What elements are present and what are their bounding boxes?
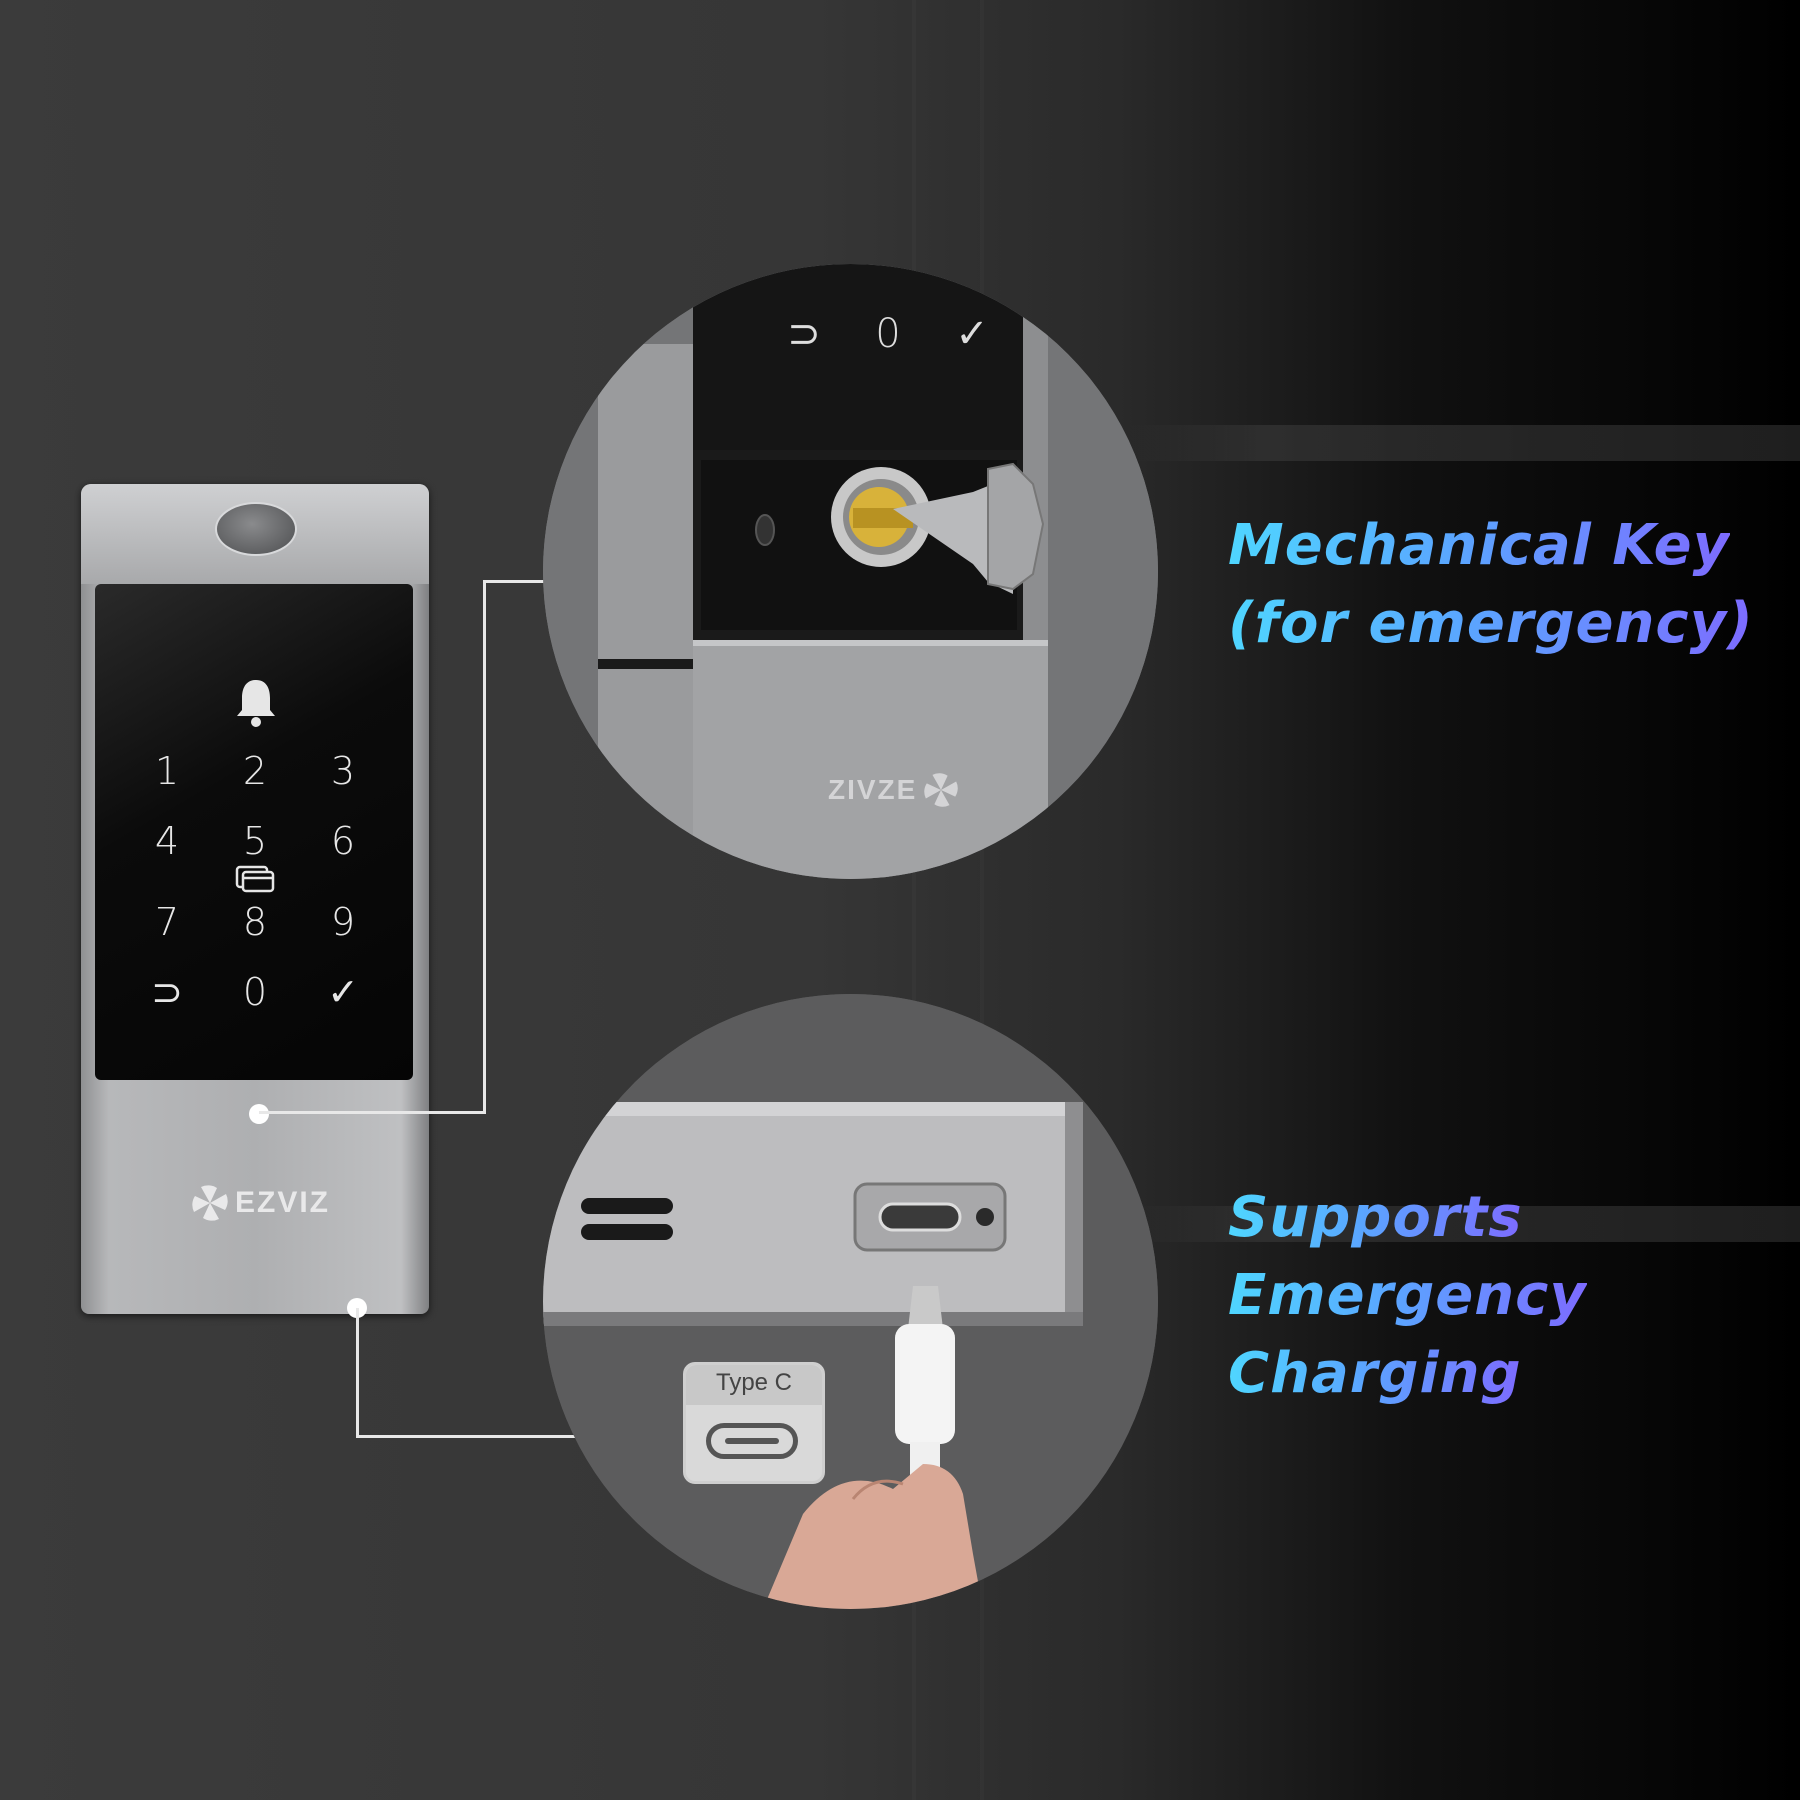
zoom-brand-mirrored: ZIVZE bbox=[828, 774, 918, 805]
ezviz-logo-icon bbox=[192, 1185, 228, 1221]
type-c-label: Type C bbox=[715, 1369, 793, 1396]
key-9: 9 bbox=[330, 900, 356, 944]
usb-closeup-illustration bbox=[543, 994, 1158, 1609]
type-c-badge: Type C bbox=[683, 1362, 825, 1484]
key-7: 7 bbox=[154, 900, 180, 944]
zoom-confirm-key: ✓ bbox=[955, 311, 989, 357]
callout-line-key bbox=[259, 1111, 485, 1114]
zoom-back-key: ⊃ bbox=[787, 311, 821, 357]
zoom-mechanical-key: ⊃ 0 ✓ ZIVZE bbox=[543, 264, 1158, 879]
type-c-badge-header bbox=[686, 1365, 822, 1405]
keypad-screen: 1 2 3 4 5 6 7 8 9 ⊃ 0 ✓ bbox=[95, 584, 413, 1080]
back-key: ⊃ bbox=[151, 970, 183, 1014]
key-5: 5 bbox=[242, 819, 268, 863]
feature-mechanical-key-subtitle: (for emergency) bbox=[1228, 586, 1754, 662]
feature-charging-line1: Supports bbox=[1228, 1180, 1523, 1256]
lock-bottom-panel: EZVIZ bbox=[87, 1088, 423, 1314]
bell-icon bbox=[237, 680, 275, 727]
key-4: 4 bbox=[154, 819, 180, 863]
brand-name: EZVIZ bbox=[235, 1186, 331, 1219]
feature-charging-line3: Charging bbox=[1228, 1336, 1522, 1412]
key-2: 2 bbox=[242, 749, 268, 793]
fingerprint-sensor bbox=[215, 502, 297, 556]
background-band bbox=[1130, 425, 1800, 461]
callout-line-key bbox=[483, 580, 486, 1114]
background-band bbox=[1130, 1206, 1800, 1242]
key-8: 8 bbox=[242, 900, 268, 944]
callout-line-port bbox=[356, 1435, 576, 1438]
confirm-key: ✓ bbox=[327, 970, 359, 1014]
callout-line-key bbox=[483, 580, 569, 583]
callout-dot-key bbox=[249, 1104, 269, 1124]
key-0: 0 bbox=[242, 970, 268, 1014]
type-c-port-icon bbox=[706, 1423, 798, 1459]
key-6: 6 bbox=[330, 819, 356, 863]
feature-charging-line2: Emergency bbox=[1228, 1258, 1587, 1334]
smart-lock: 1 2 3 4 5 6 7 8 9 ⊃ 0 ✓ EZVIZ bbox=[81, 484, 429, 1314]
key-closeup-illustration bbox=[543, 264, 1158, 879]
key-1: 1 bbox=[154, 749, 180, 793]
ezviz-logo-icon bbox=[924, 773, 958, 807]
zoom-type-c-port: Type C bbox=[543, 994, 1158, 1609]
lock-top-cap bbox=[81, 484, 429, 584]
callout-line-port bbox=[356, 1308, 359, 1438]
card-icon bbox=[235, 865, 275, 893]
zoom-key-0: 0 bbox=[875, 311, 901, 357]
feature-mechanical-key-title: Mechanical Key bbox=[1228, 508, 1730, 584]
key-3: 3 bbox=[330, 749, 356, 793]
